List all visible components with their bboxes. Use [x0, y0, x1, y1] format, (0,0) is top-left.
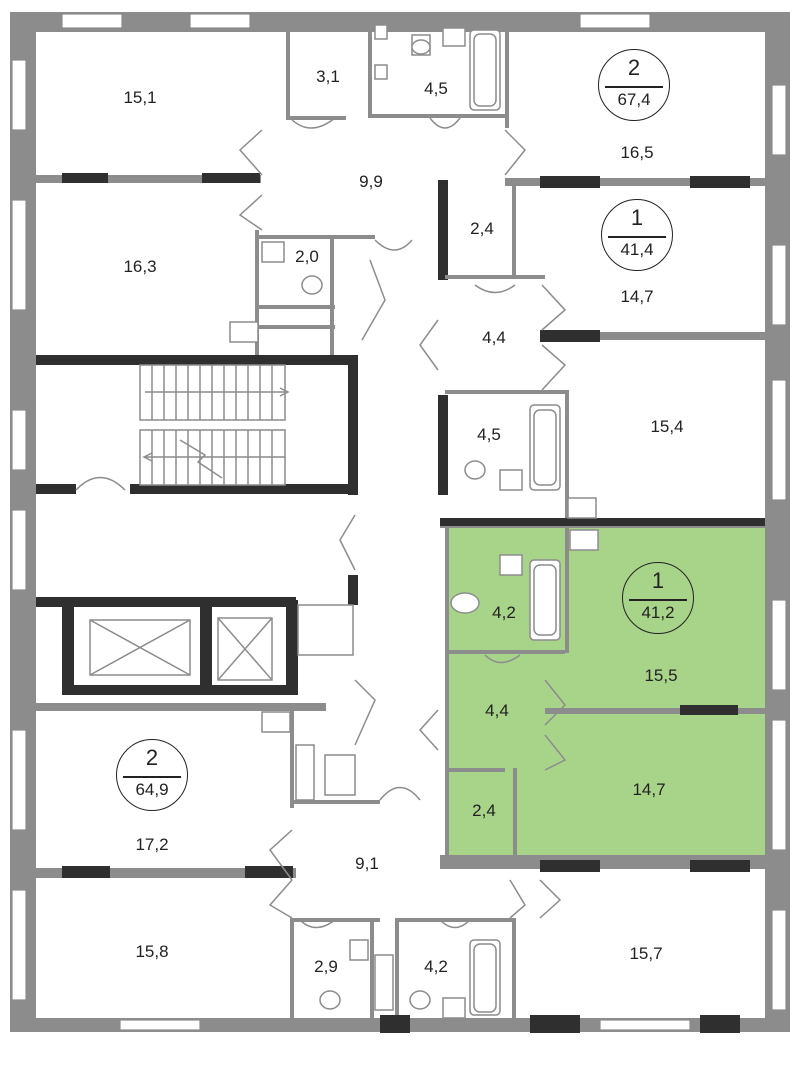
badge-divider — [123, 776, 181, 778]
room-area-label: 2,9 — [314, 957, 338, 976]
room-area-label: 4,4 — [482, 328, 506, 347]
doors — [75, 117, 567, 929]
apartment-rooms: 1 — [651, 568, 665, 593]
apartment-rooms: 2 — [145, 745, 159, 770]
room-area-label: 16,5 — [620, 143, 654, 162]
room-area-label: 9,9 — [359, 172, 383, 191]
room-area-label: 4,5 — [477, 425, 501, 444]
apartment-area: 67,4 — [617, 90, 651, 109]
badge-divider — [608, 236, 666, 238]
apartment-area: 41,4 — [620, 240, 654, 259]
room-area-label: 17,2 — [135, 835, 169, 854]
apartment-rooms: 2 — [627, 55, 641, 80]
apartment-badge[interactable]: 1 41,4 — [601, 199, 673, 271]
selected-apartment-area[interactable] — [445, 528, 767, 858]
room-area-label: 15,5 — [644, 666, 678, 685]
room-area-label: 4,4 — [485, 701, 509, 720]
room-area-label: 16,3 — [123, 257, 157, 276]
apartment-area: 41,2 — [641, 603, 675, 622]
badge-divider — [629, 599, 687, 601]
room-area-label: 2,4 — [472, 801, 496, 820]
badge-divider — [605, 86, 663, 88]
bathroom-fixtures — [229, 24, 599, 1019]
room-area-label: 15,4 — [650, 417, 684, 436]
staircase — [139, 364, 290, 486]
room-area-label: 4,2 — [424, 957, 448, 976]
room-area-label: 4,5 — [424, 79, 448, 98]
windows — [11, 13, 787, 1031]
room-area-label: 15,1 — [123, 88, 157, 107]
apartment-rooms: 1 — [630, 205, 644, 230]
room-area-label: 14,7 — [620, 287, 654, 306]
apartment-area: 64,9 — [135, 780, 169, 799]
room-area-label: 15,8 — [135, 942, 169, 961]
room-area-label: 15,7 — [629, 944, 663, 963]
apartment-badge-selected[interactable]: 1 41,2 — [622, 562, 694, 634]
interior-walls — [36, 28, 767, 1033]
room-area-label: 2,4 — [470, 219, 494, 238]
room-area-label: 4,2 — [492, 603, 516, 622]
apartment-badge[interactable]: 2 64,9 — [116, 739, 188, 811]
room-area-label: 14,7 — [632, 780, 666, 799]
room-area-label: 2,0 — [295, 247, 319, 266]
room-area-label: 3,1 — [316, 67, 340, 86]
apartment-badge[interactable]: 2 67,4 — [598, 49, 670, 121]
elevator-shafts — [89, 617, 273, 681]
room-area-label: 9,1 — [355, 854, 379, 873]
